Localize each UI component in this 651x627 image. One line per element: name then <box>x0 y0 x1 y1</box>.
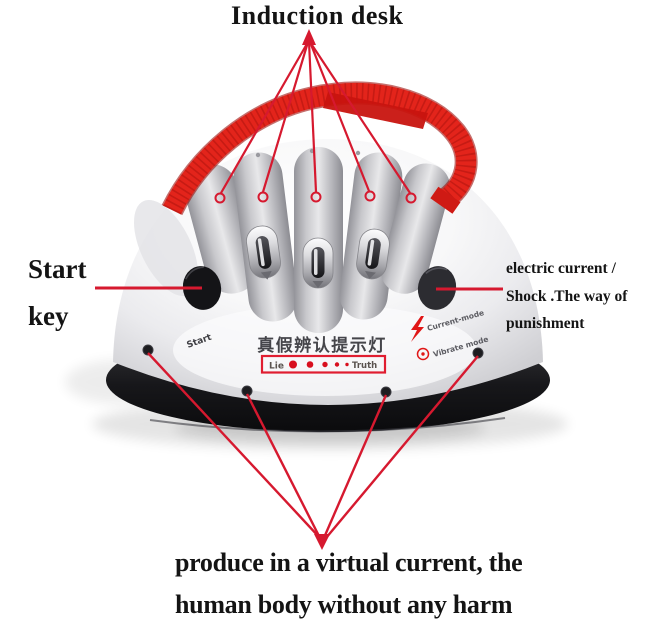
pointer-circle <box>310 191 322 203</box>
lie-label: Lie <box>269 362 284 372</box>
pointer-circle <box>257 191 269 203</box>
pointer-circle <box>405 192 417 204</box>
label-shock-punishment: electric current / Shock .The way of pun… <box>506 255 651 338</box>
label-harmless-current: produce in a virtual current, the human … <box>175 542 523 626</box>
electrode-clip <box>356 228 390 280</box>
label-start-key-line1: Start <box>28 254 87 284</box>
led-dot <box>306 361 314 368</box>
annotation-line <box>261 41 310 193</box>
vibrate-icon <box>416 347 430 361</box>
annotation-line <box>220 41 309 194</box>
truth-label: Truth <box>352 361 377 371</box>
base-knob <box>472 347 484 359</box>
led-dots <box>289 360 349 369</box>
annotation-line <box>245 393 323 541</box>
pointer-circle <box>214 192 226 204</box>
electrode-clips <box>246 225 390 289</box>
lie-truth-box <box>260 354 387 374</box>
lightning-icon <box>411 316 424 342</box>
label-start-key-line2: key <box>28 301 69 331</box>
electrode-clip <box>302 237 334 289</box>
label-harmless-line2: human body without any harm <box>175 590 513 619</box>
thumb-recess <box>133 199 199 297</box>
led-dot <box>334 362 340 367</box>
label-start-key: Start key <box>28 246 86 340</box>
strap-end <box>430 186 461 214</box>
label-shock-line2: Shock .The way of <box>506 287 628 305</box>
screw-dot <box>255 152 261 158</box>
annotation-lines <box>95 29 503 550</box>
annotation-line <box>325 355 479 539</box>
annotation-line <box>147 352 321 539</box>
annotation-line <box>308 41 371 192</box>
arrow-up-icon <box>302 29 316 45</box>
label-shock-line3: punishment <box>506 315 585 332</box>
arrow-down-icon <box>314 534 330 550</box>
label-induction-desk: Induction desk <box>231 1 404 30</box>
pointer-circle <box>364 190 376 202</box>
led-dot <box>289 360 297 369</box>
indicator-panel-title: 真假辨认提示灯 <box>257 335 387 356</box>
screw-dot <box>355 150 361 156</box>
led-dot <box>322 361 328 368</box>
electrode-clip <box>246 225 281 280</box>
annotation-line <box>321 394 388 541</box>
label-shock-line1: electric current / <box>506 260 616 277</box>
base-knob <box>142 344 154 356</box>
front-panel-face <box>173 304 477 396</box>
annotation-line <box>307 41 318 193</box>
annotation-line <box>309 41 411 194</box>
led-dot <box>345 362 349 367</box>
label-harmless-line1: produce in a virtual current, the <box>175 548 523 577</box>
